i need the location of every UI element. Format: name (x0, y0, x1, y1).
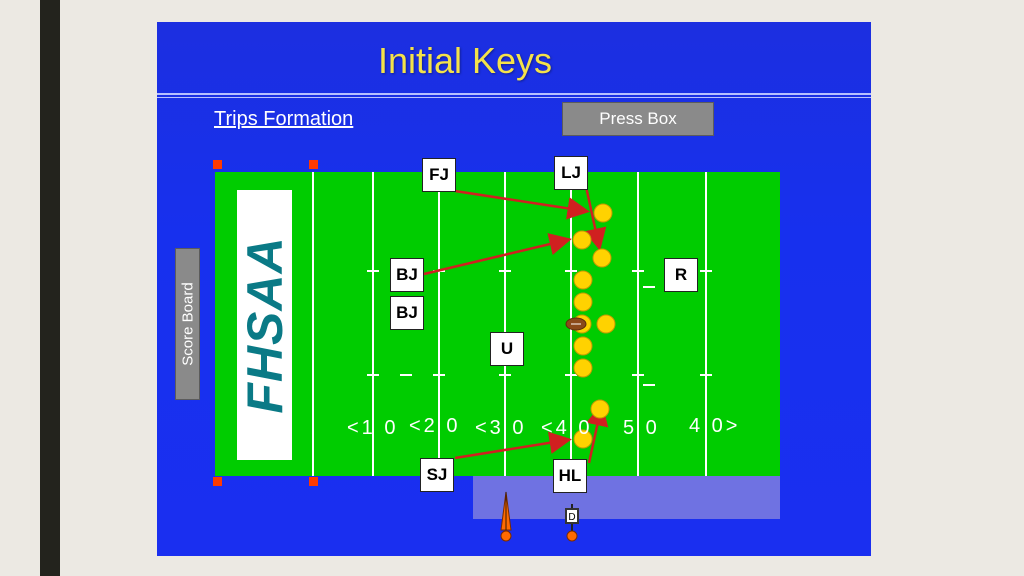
yard-lines (312, 172, 707, 476)
title-divider (157, 93, 871, 95)
pylon-icon (213, 160, 222, 169)
player-icon (573, 292, 593, 312)
formation-label: Trips Formation (214, 108, 354, 130)
key-arrows (423, 181, 609, 464)
fhsaa-logo: FHSAA (237, 190, 292, 460)
pylon-icon (309, 160, 318, 169)
team-box-area (473, 476, 780, 519)
player-icon (596, 314, 616, 334)
yard-number-20: <2 0 (409, 415, 461, 437)
pylon-icon (213, 477, 222, 486)
bj-key-arrow (423, 233, 572, 276)
pylon-icon (309, 477, 318, 486)
official-fj[interactable]: FJ (422, 158, 456, 192)
yard-number-50: 5 0 (623, 417, 660, 439)
player-icon (573, 358, 593, 378)
player-icon (590, 399, 610, 419)
down-box-label: D (568, 512, 575, 523)
official-hl[interactable]: HL (553, 459, 587, 493)
yard-number-10: <1 0 (347, 417, 399, 439)
yard-number-40: <4 0 (541, 417, 593, 439)
player-icon (572, 230, 592, 250)
field-diagram: D (213, 160, 712, 542)
down-box-icon (565, 504, 579, 542)
yard-number-30: <3 0 (475, 417, 527, 439)
player-icon (593, 203, 613, 223)
chain-marker-icon (500, 491, 512, 542)
left-accent-bar (40, 0, 60, 576)
player-icon (573, 336, 593, 356)
title-divider-thin (157, 97, 871, 98)
slide-title: Initial Keys (377, 40, 553, 81)
official-lj[interactable]: LJ (554, 156, 588, 190)
slide: Initial Keys Trips Formation Press Box S… (157, 22, 871, 556)
sj-key-arrow (454, 431, 572, 460)
official-bj-top[interactable]: BJ (390, 258, 424, 292)
press-box-button[interactable]: Press Box (562, 102, 714, 136)
official-sj[interactable]: SJ (420, 458, 454, 492)
score-board-button[interactable]: Score Board (175, 248, 200, 400)
official-bj-bottom[interactable]: BJ (390, 296, 424, 330)
lj-key-arrow (583, 181, 607, 251)
player-icon (573, 429, 593, 449)
football-field (215, 172, 780, 476)
official-r[interactable]: R (664, 258, 698, 292)
yard-number-40-right: 4 0> (689, 415, 741, 437)
fj-key-arrow (454, 189, 590, 220)
player-icon (592, 248, 612, 268)
player-icon (573, 270, 593, 290)
official-u[interactable]: U (490, 332, 524, 366)
